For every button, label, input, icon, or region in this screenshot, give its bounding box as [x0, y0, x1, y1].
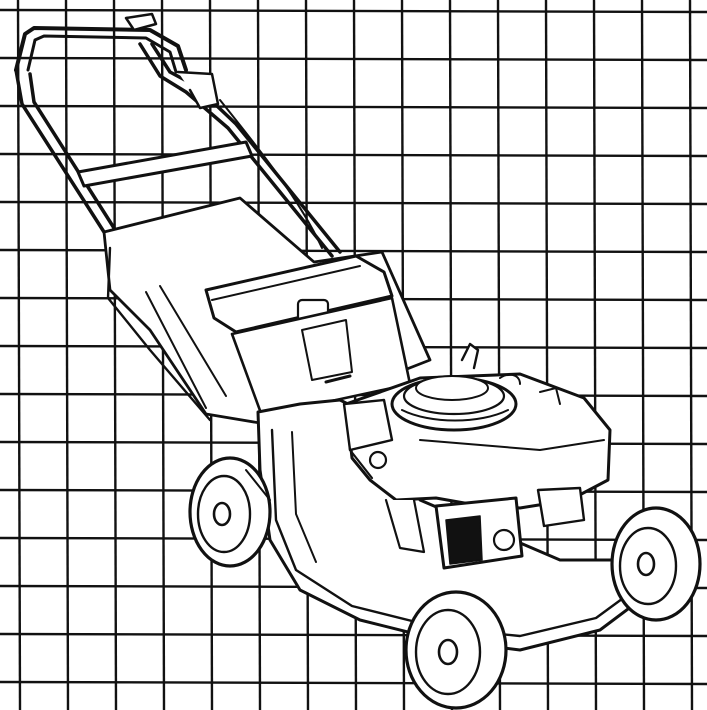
front-right-wheel	[610, 506, 702, 622]
grid-line-horizontal	[0, 680, 707, 686]
grid-line-horizontal	[0, 104, 707, 110]
mower-handle	[14, 12, 342, 258]
lawn-mower	[14, 12, 702, 710]
grid-line-vertical	[64, 0, 70, 710]
grid-line-horizontal	[0, 152, 707, 158]
grid-line-horizontal	[0, 8, 707, 14]
mower-engine	[342, 342, 612, 570]
grid-line-vertical	[16, 0, 22, 710]
front-left-wheel	[404, 590, 508, 710]
grid-line-vertical	[160, 0, 166, 710]
grid-line-horizontal	[0, 56, 707, 62]
grid-line-horizontal	[0, 200, 707, 206]
grid-line-horizontal	[0, 632, 707, 638]
grass-bag	[102, 196, 432, 426]
engine-grille	[434, 496, 524, 570]
grid-line-vertical	[112, 0, 118, 710]
rear-left-wheel	[188, 456, 272, 568]
